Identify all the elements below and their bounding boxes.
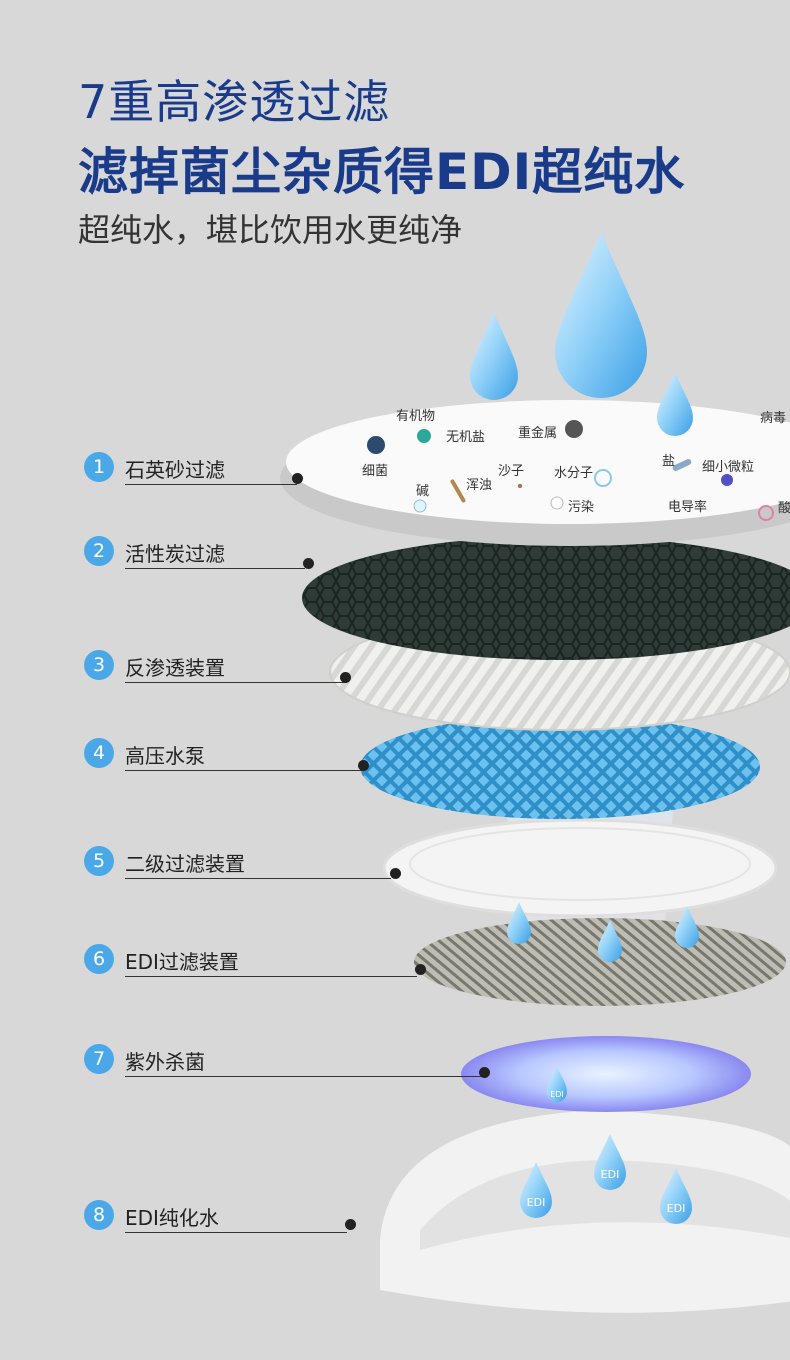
layer-label-5: 5 二级过滤装置 — [84, 844, 404, 884]
heavy-metal-marker — [565, 420, 583, 438]
contaminant-salt: 盐 — [662, 454, 676, 469]
layer-number-badge: 2 — [84, 536, 114, 566]
layer-8-edi-water-disc — [380, 1110, 790, 1313]
svg-text:EDI: EDI — [667, 1202, 686, 1215]
acid-marker — [758, 505, 774, 521]
layer-name: 活性炭过滤 — [125, 542, 225, 566]
edi-drop-icon: EDI — [660, 1168, 692, 1224]
contaminant-alkali: 碱 — [416, 484, 430, 499]
leader-line — [125, 1076, 481, 1077]
layer-number-badge: 4 — [84, 738, 114, 768]
layer-label-7: 7 紫外杀菌 — [84, 1042, 481, 1082]
layer-5-secondary-filter-disc — [382, 818, 778, 918]
contaminant-turbidity: 浑浊 — [466, 478, 493, 493]
leader-dot — [390, 868, 401, 879]
edi-drop-icon: EDI — [594, 1134, 626, 1190]
layer-number-badge: 5 — [84, 846, 114, 876]
leader-line — [125, 484, 297, 485]
leader-line — [125, 1232, 347, 1233]
svg-text:EDI: EDI — [527, 1196, 546, 1209]
leader-line — [125, 976, 417, 977]
large-water-drop-icon — [555, 232, 647, 398]
layer-name: 紫外杀菌 — [125, 1050, 205, 1074]
layer-6-edi-disc — [414, 918, 786, 1006]
layer-name: 反渗透装置 — [125, 656, 225, 680]
layer-name: 二级过滤装置 — [125, 852, 245, 876]
layer-label-1: 1 石英砂过滤 — [84, 450, 404, 490]
layer-label-4: 4 高压水泵 — [84, 736, 404, 776]
bacteria-marker — [367, 436, 385, 454]
leader-line — [125, 682, 347, 683]
layer-number-badge: 1 — [84, 452, 114, 482]
alkali-marker — [413, 499, 427, 513]
leader-line — [125, 770, 363, 771]
headline-line1: 7重高渗透过滤 — [78, 75, 391, 129]
water-drop-icon — [507, 902, 531, 944]
contaminant-organic: 有机物 — [396, 409, 436, 424]
layer-7-uv-disc — [461, 1036, 751, 1112]
headline-line3: 超纯水，堪比饮用水更纯净 — [78, 211, 463, 249]
contaminant-particle: 细小微粒 — [702, 460, 755, 475]
water-drop-icon — [598, 920, 622, 962]
sand-marker — [518, 484, 522, 488]
contaminant-acid: 酸 — [778, 501, 790, 516]
leader-dot — [479, 1067, 490, 1078]
layer-label-3: 3 反渗透装置 — [84, 648, 404, 688]
svg-text:EDI: EDI — [550, 1090, 564, 1099]
contaminant-bacteria: 细菌 — [362, 464, 389, 479]
layer-number-badge: 8 — [84, 1200, 114, 1230]
layer-name: EDI纯化水 — [125, 1206, 219, 1230]
leader-line — [125, 568, 305, 569]
layer-label-2: 2 活性炭过滤 — [84, 534, 404, 574]
edi-drop-icon: EDI — [547, 1066, 567, 1102]
layer-number-badge: 7 — [84, 1044, 114, 1074]
layer-2-carbon-disc — [302, 536, 790, 660]
contaminant-conductivity: 电导率 — [668, 500, 708, 515]
layer-number-badge: 3 — [84, 650, 114, 680]
layer-label-8: 8 EDI纯化水 — [84, 1198, 404, 1238]
contaminant-inorganic-salt: 无机盐 — [446, 430, 486, 445]
molecule-marker — [594, 469, 612, 487]
contaminant-pollution: 污染 — [568, 500, 595, 515]
contaminant-heavy-metal: 重金属 — [518, 426, 558, 441]
layer-4-blue-mesh-disc — [360, 715, 760, 819]
turbidity-marker — [450, 479, 466, 503]
leader-dot — [415, 964, 426, 975]
leader-dot — [340, 672, 351, 683]
pollution-marker — [550, 496, 564, 510]
layer-number-badge: 6 — [84, 944, 114, 974]
svg-text:EDI: EDI — [601, 1168, 620, 1181]
contaminant-molecule: 水分子 — [554, 466, 594, 481]
layer-label-6: 6 EDI过滤装置 — [84, 942, 417, 982]
leader-dot — [345, 1219, 356, 1230]
particle-marker — [721, 474, 733, 486]
water-drop-icon — [470, 312, 518, 400]
contaminant-sand: 沙子 — [498, 464, 525, 479]
layer-name: 石英砂过滤 — [125, 458, 225, 482]
leader-line — [125, 878, 391, 879]
edi-drop-icon: EDI — [520, 1162, 552, 1218]
layer-name: 高压水泵 — [125, 744, 205, 768]
leader-dot — [303, 558, 314, 569]
salt-marker — [672, 459, 692, 471]
layer-name: EDI过滤装置 — [125, 950, 239, 974]
headline-line2: 滤掉菌尘杂质得EDI超纯水 — [78, 143, 686, 201]
organic-marker — [417, 429, 431, 443]
water-drop-icon — [657, 372, 693, 436]
leader-dot — [358, 760, 369, 771]
water-drop-icon — [675, 906, 699, 948]
contaminant-virus: 病毒 — [760, 411, 787, 426]
leader-dot — [292, 473, 303, 484]
